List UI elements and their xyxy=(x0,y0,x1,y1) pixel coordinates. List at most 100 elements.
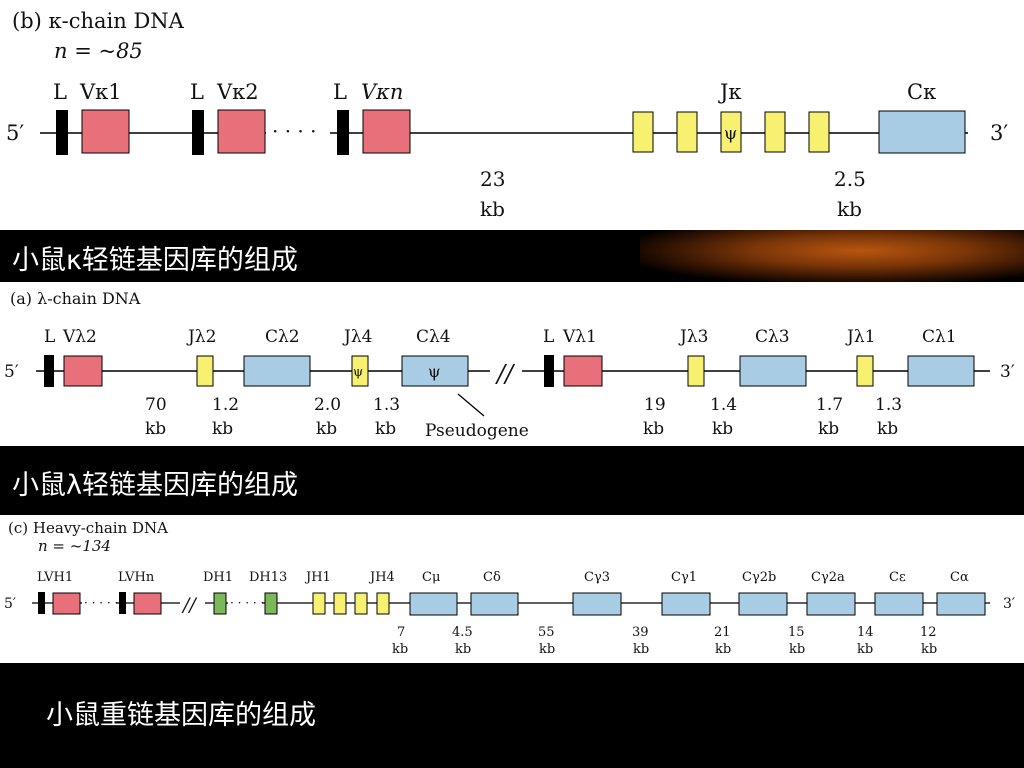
kappa-distance-unit-2: kb xyxy=(837,197,862,221)
heavy-five-prime: 5′ xyxy=(4,596,16,612)
kappa-chain-diagram: (b) κ-chain DNA n = ~85 5′ 3′ L Vκ1 L Vκ… xyxy=(0,0,1024,230)
heavy-distance-unit-7: kb xyxy=(857,642,873,657)
lambda-v2-label: Vλ2 xyxy=(62,327,97,347)
heavy-distance-value-1: 7 xyxy=(397,625,405,640)
lambda-j1-segment xyxy=(856,355,874,387)
heavy-c-label-gamma2b: Cγ2b xyxy=(742,570,776,585)
lambda-j2-label: Jλ2 xyxy=(186,327,216,347)
heavy-dh13-label: DH13 xyxy=(249,570,287,585)
kappa-distance-unit-1: kb xyxy=(480,197,505,221)
kappa-five-prime: 5′ xyxy=(6,121,24,145)
lambda-chain-svg: (a) λ-chain DNA 5′ 3′ // L Vλ2 Jλ2 Cλ2 J… xyxy=(4,289,1015,441)
heavy-c-label-alpha: Cα xyxy=(950,570,969,585)
lambda-leader-label-2: L xyxy=(543,327,554,347)
kappa-leader-segment-1 xyxy=(56,110,68,155)
lambda-distance-unit-4: kb xyxy=(375,419,396,439)
kappa-distance-value-2: 2.5 xyxy=(834,167,866,191)
kappa-c-segment xyxy=(878,110,966,154)
lambda-c1-segment xyxy=(907,355,975,387)
lambda-distance-unit-2: kb xyxy=(212,419,233,439)
heavy-jh-segment-2 xyxy=(333,592,347,615)
kappa-chain-svg: (b) κ-chain DNA n = ~85 5′ 3′ L Vκ1 L Vκ… xyxy=(6,9,1008,221)
lambda-j4-label: Jλ4 xyxy=(342,327,372,347)
heavy-jh4-label: JH4 xyxy=(368,570,395,585)
lambda-distance-unit-7: kb xyxy=(818,419,839,439)
heavy-chain-diagram: (c) Heavy-chain DNA n = ~134 5′ 3′ LVH1 … xyxy=(0,515,1024,663)
lambda-distance-unit-8: kb xyxy=(877,419,898,439)
heavy-caption-band: 小鼠重链基因库的组成 xyxy=(0,663,1024,768)
heavy-distance-value-5: 21 xyxy=(714,625,731,640)
heavy-c-segment-delta xyxy=(470,592,519,616)
kappa-j-segment-4 xyxy=(764,111,786,153)
lambda-distance-value-4: 1.3 xyxy=(373,395,400,415)
lambda-title: (a) λ-chain DNA xyxy=(10,289,141,308)
kappa-j-pseudo-mark: ψ xyxy=(724,124,737,144)
lambda-distance-value-5: 19 xyxy=(644,395,666,415)
lambda-leader-segment-1 xyxy=(44,355,54,387)
heavy-c-segment-epsilon xyxy=(874,592,924,616)
heavy-c-label-delta: Cδ xyxy=(483,570,501,585)
kappa-leader-label-n: L xyxy=(333,80,347,104)
kappa-leader-label-2: L xyxy=(190,80,204,104)
lambda-break-mark: // xyxy=(495,360,516,388)
kappa-three-prime: 3′ xyxy=(990,121,1008,145)
kappa-leader-segment-n xyxy=(337,110,349,155)
lambda-distance-value-8: 1.3 xyxy=(875,395,902,415)
heavy-c-segment-alpha xyxy=(936,592,986,616)
kappa-j-segment-pseudo xyxy=(720,111,742,153)
heavy-distance-unit-6: kb xyxy=(789,642,805,657)
heavy-title: (c) Heavy-chain DNA xyxy=(8,519,168,537)
lambda-c4-label: Cλ4 xyxy=(416,327,451,347)
heavy-distance-value-8: 12 xyxy=(920,625,937,640)
heavy-dh13-segment xyxy=(264,592,278,615)
lambda-v2-segment xyxy=(63,355,103,387)
kappa-ellipsis: · · · · xyxy=(272,119,317,143)
heavy-distance-unit-8: kb xyxy=(921,642,937,657)
heavy-gap-2 xyxy=(228,597,262,609)
lambda-distance-unit-1: kb xyxy=(145,419,166,439)
kappa-v-segment-1 xyxy=(81,109,130,154)
heavy-c-label-gamma1: Cγ1 xyxy=(671,570,697,585)
heavy-distance-unit-5: kb xyxy=(715,642,731,657)
heavy-distance-value-3: 55 xyxy=(538,625,555,640)
lambda-j4-pseudo-mark: ψ xyxy=(353,365,363,380)
heavy-jh-segment-1 xyxy=(312,592,326,615)
kappa-v-segment-n xyxy=(362,109,411,154)
heavy-three-prime: 3′ xyxy=(1003,596,1015,612)
heavy-chain-svg: (c) Heavy-chain DNA n = ~134 5′ 3′ LVH1 … xyxy=(4,519,1015,657)
lambda-j2-segment xyxy=(196,355,214,387)
lambda-leader-segment-2 xyxy=(544,355,554,387)
heavy-lvn-label: LVHn xyxy=(118,570,155,585)
lambda-j4-segment xyxy=(351,355,369,387)
heavy-n-label: n = ~134 xyxy=(38,537,111,555)
kappa-j-label: Jκ xyxy=(718,80,742,104)
lambda-distance-value-6: 1.4 xyxy=(710,395,737,415)
heavy-lv1-label: LVH1 xyxy=(37,570,73,585)
lambda-distance-unit-3: kb xyxy=(316,419,337,439)
pseudogene-label: Pseudogene xyxy=(425,421,529,441)
kappa-c-label: Cκ xyxy=(907,80,936,104)
heavy-distance-value-2: 4.5 xyxy=(452,625,473,640)
lambda-c2-segment xyxy=(243,355,311,387)
heavy-leader-segment-n xyxy=(119,592,126,614)
heavy-c-segment-gamma2a xyxy=(806,592,856,616)
heavy-c-label-mu: Cμ xyxy=(422,570,440,585)
kappa-caption-band: 小鼠κ轻链基因库的组成 xyxy=(0,230,1024,282)
lambda-c2-label: Cλ2 xyxy=(265,327,300,347)
kappa-j-segment-5 xyxy=(808,111,830,153)
heavy-distance-unit-1: kb xyxy=(392,642,408,657)
heavy-vn-segment xyxy=(133,592,162,615)
heavy-distance-value-6: 15 xyxy=(788,625,805,640)
kappa-j-segment-1 xyxy=(632,111,654,153)
heavy-distance-unit-3: kb xyxy=(539,642,555,657)
heavy-jh-segment-3 xyxy=(354,592,368,615)
kappa-v-segment-2 xyxy=(217,109,266,154)
lambda-chain-diagram: (a) λ-chain DNA 5′ 3′ // L Vλ2 Jλ2 Cλ2 J… xyxy=(0,282,1024,446)
heavy-distance-value-7: 14 xyxy=(857,625,874,640)
kappa-caption: 小鼠κ轻链基因库的组成 xyxy=(12,245,298,276)
kappa-v-label-n: Vκn xyxy=(361,80,403,104)
heavy-c-segment-mu xyxy=(409,592,458,616)
lambda-c1-label: Cλ1 xyxy=(922,327,957,347)
lambda-distance-value-3: 2.0 xyxy=(314,395,341,415)
kappa-leader-label-1: L xyxy=(53,80,67,104)
